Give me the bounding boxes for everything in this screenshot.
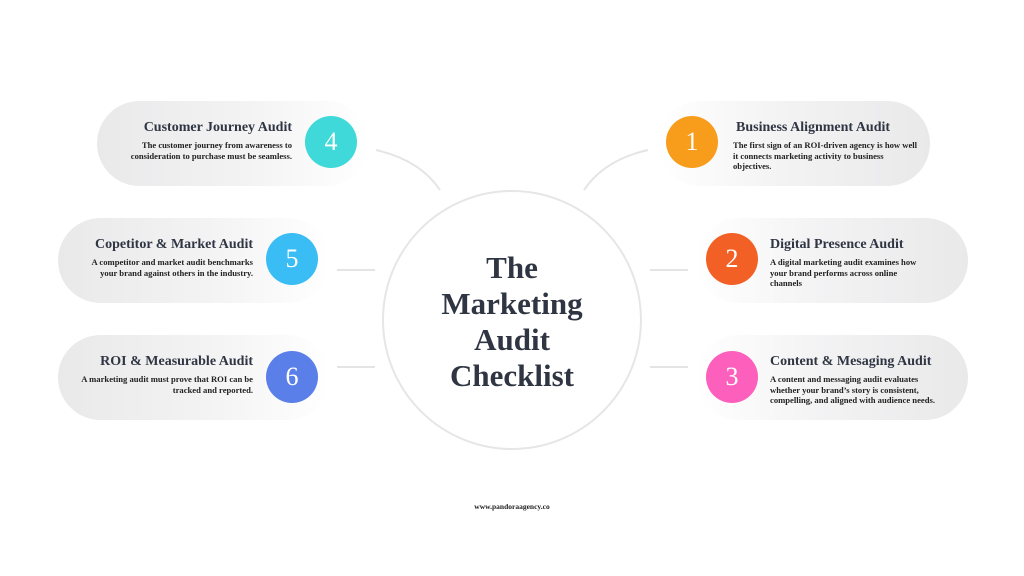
card-description: A marketing audit must prove that ROI ca… (81, 374, 253, 395)
number-badge: 4 (305, 116, 357, 168)
connector-4 (375, 149, 441, 191)
center-title-line: Marketing (441, 286, 583, 321)
center-circle: The Marketing Audit Checklist (382, 190, 642, 450)
card-description: A content and messaging audit evaluates … (770, 374, 935, 406)
card-description: The customer journey from awareness to c… (130, 140, 292, 161)
connector-1 (583, 149, 649, 191)
number-badge: 1 (666, 116, 718, 168)
center-title-line: Checklist (450, 358, 574, 393)
card-competitor-market-audit: Copetitor & Market Audit A competitor an… (58, 218, 330, 303)
center-title-line: The (486, 250, 538, 285)
card-description: A competitor and market audit benchmarks… (91, 257, 253, 278)
card-title: Customer Journey Audit (143, 120, 292, 135)
card-content-messaging-audit: 3 Content & Mesaging Audit A content and… (696, 335, 968, 420)
number-badge: 6 (266, 351, 318, 403)
number-badge: 3 (706, 351, 758, 403)
card-roi-measurable-audit: ROI & Measurable Audit A marketing audit… (58, 335, 330, 420)
card-digital-presence-audit: 2 Digital Presence Audit A digital marke… (696, 218, 968, 303)
card-business-alignment-audit: 1 Business Alignment Audit The first sig… (658, 101, 930, 186)
card-title: Content & Mesaging Audit (770, 354, 932, 369)
center-title: The Marketing Audit Checklist (384, 250, 640, 394)
card-description: The first sign of an ROI-driven agency i… (733, 140, 918, 172)
footer-website: www.pandoraagency.co (474, 502, 550, 511)
card-description: A digital marketing audit examines how y… (770, 257, 917, 289)
card-title: ROI & Measurable Audit (100, 354, 253, 369)
number-badge: 5 (266, 233, 318, 285)
card-title: Business Alignment Audit (736, 120, 891, 135)
number-badge: 2 (706, 233, 758, 285)
center-title-line: Audit (474, 322, 550, 357)
card-title: Copetitor & Market Audit (95, 237, 253, 252)
card-customer-journey-audit: Customer Journey Audit The customer jour… (97, 101, 369, 186)
card-title: Digital Presence Audit (770, 237, 904, 252)
